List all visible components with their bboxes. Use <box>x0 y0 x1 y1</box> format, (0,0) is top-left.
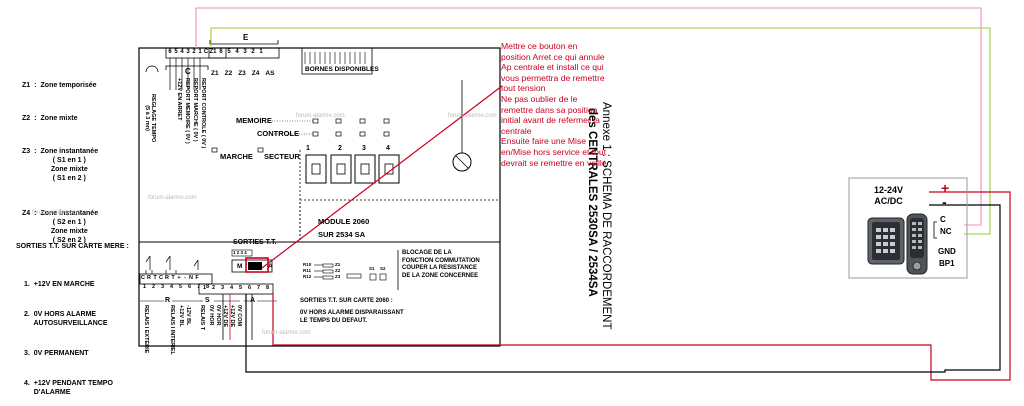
group-a: A <box>250 297 256 304</box>
pointer-line <box>261 85 503 269</box>
black-wire <box>245 204 1001 373</box>
top-terminal-numbers: 6 5 4 3 2 1 C Z1 6 5 4 3 2 1 <box>168 49 263 55</box>
red-annotation-note: Mettre ce bouton en position Arret ce qu… <box>501 41 607 168</box>
e-label: E <box>243 33 249 42</box>
reglage-label: REGLAGE TEMPO (5 à 3 mn) <box>144 94 156 143</box>
watermark: forum-alarme.com <box>448 113 497 119</box>
switch-num: 3 <box>362 145 366 152</box>
pink-wire <box>195 7 982 226</box>
bottom-terminal-nums-1: 1 2 3 4 5 6 7 8 <box>142 284 210 290</box>
bornes-hatch <box>304 52 366 64</box>
bornes-box <box>301 47 373 75</box>
bottom-vert: 0V HOR <box>208 305 214 326</box>
bottom-vert: -12V BL <box>185 305 191 326</box>
c-label: C <box>185 67 191 76</box>
keypad-frame <box>848 177 968 279</box>
bottom-vert: +12V BL <box>178 305 184 327</box>
watermark: forum-alarme.com <box>32 210 81 216</box>
bottom-vert: +12V DE <box>229 305 235 328</box>
hors-alarme-label: 0V HORS ALARME DISPARAISSANT LE TEMPS DU… <box>300 310 404 324</box>
tt-jumper <box>248 262 262 270</box>
keypad-bp1: BP1 <box>939 259 955 268</box>
switch-num: 4 <box>386 145 390 152</box>
highlight-box <box>245 257 269 273</box>
switch-num: 1 <box>306 145 310 152</box>
sorties-mere-list: 1. +12V EN MARCHE 2. 0V HORS ALARME AUTO… <box>24 281 113 396</box>
green-wire <box>210 27 991 235</box>
module-label-2: SUR 2534 SA <box>318 230 366 239</box>
zone-item: Z4:Zone instantanée ( S2 en 1 ) Zone mix… <box>22 210 99 244</box>
s1-label: S1 <box>369 266 375 271</box>
watermark: forum-alarme.com <box>148 195 197 201</box>
top-terminal-block-right <box>208 47 280 59</box>
bornes-label: BORNES DISPONIBLES <box>305 66 379 73</box>
r-zones: Z1 Z2 Z3 <box>335 262 341 279</box>
sorties-2060-label: SORTIES T.T. SUR CARTE 2060 : <box>300 298 393 304</box>
bottom-vert: 0V COM <box>236 305 242 327</box>
a-label: A <box>268 263 273 270</box>
red-wire <box>272 191 1011 381</box>
bottom-terminal-block-2 <box>198 283 274 295</box>
vert-col: REPORT CONTROLE ( 0V ) <box>200 78 206 149</box>
memoire-label: MEMOIRE <box>236 116 272 125</box>
watermark: forum-alarme.com <box>296 113 345 119</box>
zone-labels-row: Z1 Z2 Z3 Z4 AS <box>211 70 275 77</box>
zone-item: Z1:Zone temporisée <box>22 82 97 89</box>
bottom-vert: +12V DE <box>222 305 228 328</box>
marche-label: MARCHE <box>220 152 253 161</box>
keypad-c: C <box>940 215 946 224</box>
zone-legend: Z1:Zone temporisée Z2:Zone mixte Z3:Zone… <box>22 63 98 254</box>
bottom-vert: 0V HOR <box>215 305 221 326</box>
vert-col: REPORT MARCHE ( 0V ) <box>192 78 198 142</box>
vert-col: +12V EN ARRET <box>176 78 182 121</box>
relay-glyphs <box>145 255 199 274</box>
zone-item: Z2:Zone mixte <box>22 115 78 122</box>
bottom-terminal-labels: C R T C R T + - N F <box>141 275 199 281</box>
group-r: R <box>165 297 171 304</box>
vert-col: REPORT MEMOIRE ( 0V ) <box>184 78 190 144</box>
m-label: M <box>237 263 243 270</box>
sorties-tt-label: SORTIES T.T. <box>233 239 277 246</box>
keypad-voltage: 12-24V AC/DC <box>874 185 904 206</box>
controle-label: CONTROLE <box>257 129 300 138</box>
module-label-1: MODULE 2060 <box>318 217 370 226</box>
bottom-vert: RELAIS T <box>199 305 205 331</box>
blocage-label: BLOCAGE DE LA FONCTION COMMUTATION COUPE… <box>402 250 480 279</box>
bottom-terminal-nums-2: 1 2 3 4 5 6 7 8 <box>202 285 270 291</box>
keypad-gnd: GND <box>938 247 956 256</box>
sw-nums: 1 2 3 4 <box>233 250 247 255</box>
module-dashed-box <box>299 199 501 243</box>
s2-label: S2 <box>380 266 386 271</box>
group-s: S <box>205 297 210 304</box>
resistors <box>314 263 387 281</box>
switch-num: 2 <box>338 145 342 152</box>
bottom-vert: RELAIS I EXTERIE <box>143 305 149 354</box>
sorties-mere-title: SORTIES T.T. SUR CARTE MERE : <box>16 243 129 250</box>
keypad-nc: NC <box>940 227 952 236</box>
top-terminal-wires <box>169 58 201 90</box>
zone-item: Z3:Zone instantanée ( S1 en 1 ) Zone mix… <box>22 148 99 182</box>
keypad-minus: - <box>942 194 947 210</box>
pot-arc <box>145 65 159 73</box>
watermark: forum-alarme.com <box>262 330 311 336</box>
r-rows: R10 R11 R12 <box>303 262 312 279</box>
secteur-label: SECTEUR <box>264 152 300 161</box>
keypad-plus: + <box>941 180 950 196</box>
bottom-vert: RELAIS I INTERIEL <box>169 305 175 355</box>
